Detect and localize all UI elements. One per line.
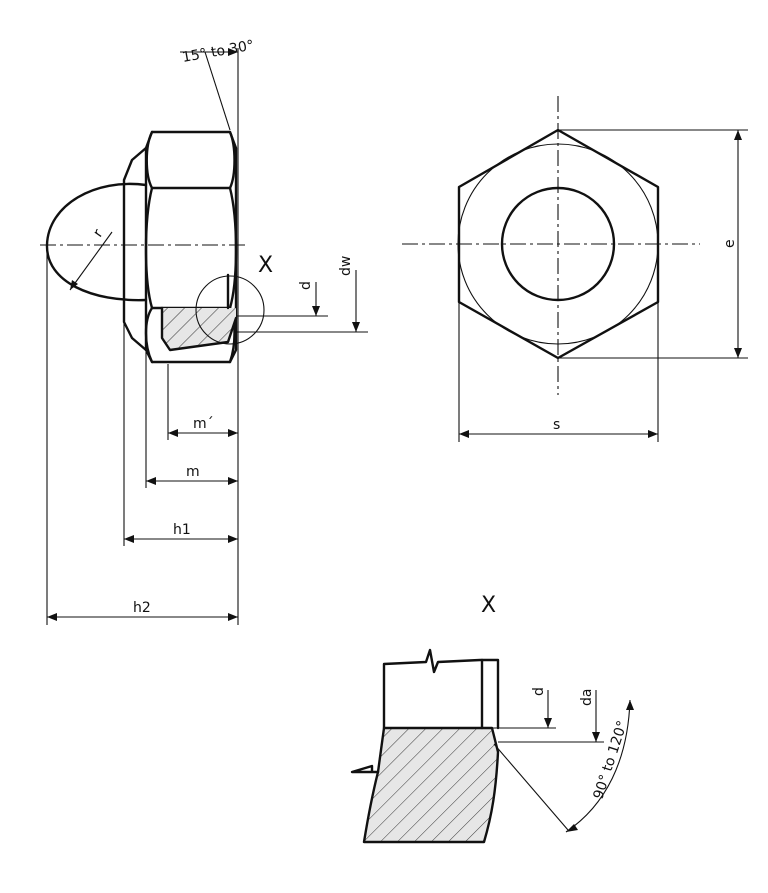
detail-left-edge [376,726,386,774]
s-label: s [553,417,560,433]
detail-x-view: X d da 90° to 120° [350,593,634,844]
detail-angle-arc [565,699,631,833]
detail-title: X [481,593,496,618]
dw-label: dw [338,256,354,276]
chamfer-angle-line [204,51,231,131]
m-prime-label: m´ [193,416,214,432]
flange-body [122,146,148,352]
detail-angle-label: 90° to 120° [591,719,631,801]
thread-section-outline [160,306,238,352]
section-hatch [162,308,236,350]
d-label: d [298,281,314,290]
hex-chamfer-top [145,130,236,190]
dome-cap [45,182,148,302]
h1-label: h1 [173,522,191,538]
m-label: m [186,464,200,480]
detail-x-ref: X [258,253,273,278]
detail-angle-leg [493,743,569,831]
detail-d-label: d [531,687,547,696]
detail-hatch [364,728,498,842]
h2-label: h2 [133,600,151,616]
radius-leader [69,231,113,291]
detail-x-circle [195,275,265,345]
front-view: e s [402,96,748,442]
angle-top-label: 15° to 30° [181,38,255,66]
side-view: r X 15° to 30° d dw m´ [40,38,368,625]
radius-label: r [90,226,107,240]
hex-face-mid [144,186,238,310]
da-label: da [579,689,595,706]
e-label: e [722,239,738,248]
